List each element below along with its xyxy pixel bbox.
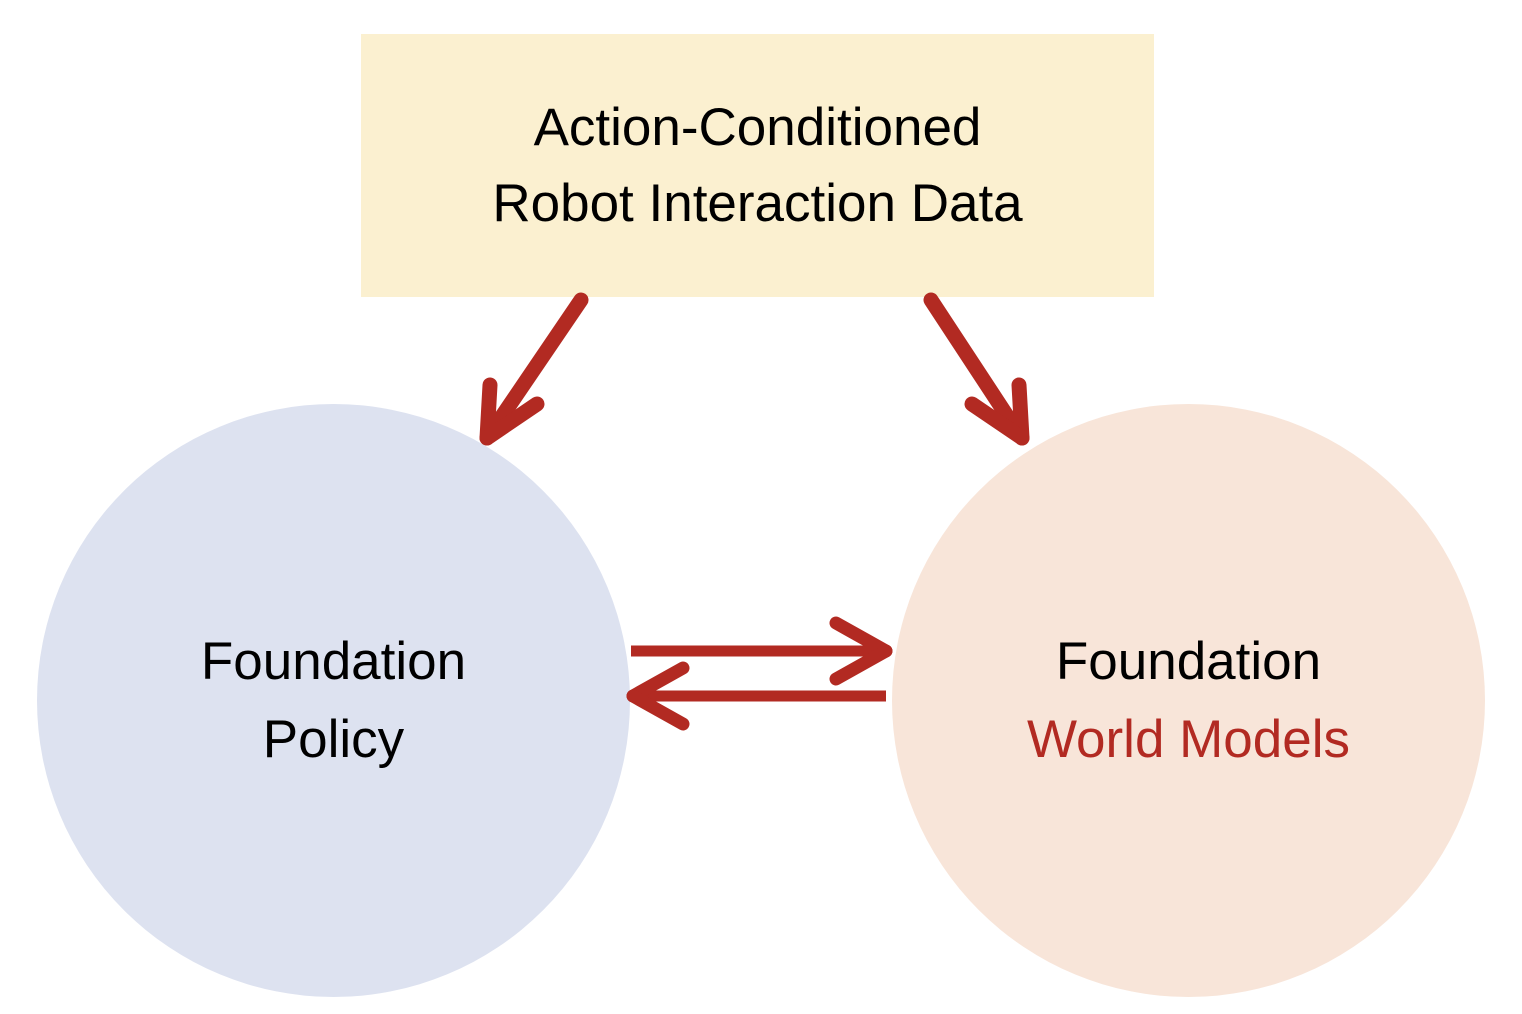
action-conditioned-data-label: Action-Conditioned Robot Interaction Dat…: [492, 97, 1023, 233]
arrow-world-models-to-policy-icon: [626, 661, 886, 731]
foundation-world-models-label-line1: Foundation: [1055, 631, 1322, 691]
foundation-policy-node: Foundation Policy: [37, 404, 630, 997]
arrow-data-to-policy-icon: [479, 292, 589, 446]
foundation-world-models-label-line2: World Models: [1026, 709, 1351, 769]
arrow-data-to-world-models-icon: [923, 292, 1030, 446]
arrow-policy-to-world-models-icon: [631, 616, 893, 686]
foundation-policy-label: Foundation Policy: [201, 623, 466, 779]
action-conditioned-data-box: Action-Conditioned Robot Interaction Dat…: [361, 34, 1154, 297]
foundation-world-models-label: Foundation World Models: [1027, 623, 1350, 779]
foundation-world-models-node: Foundation World Models: [892, 404, 1485, 997]
foundation-policy-label-line1: Foundation: [200, 631, 467, 691]
foundation-policy-label-line2: Policy: [262, 709, 405, 769]
